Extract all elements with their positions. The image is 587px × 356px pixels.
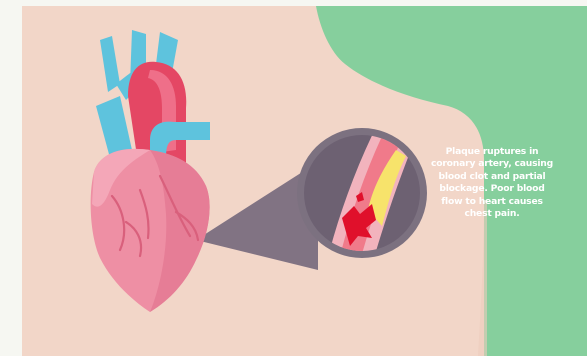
caption-text: Plaque ruptures in coronary artery, caus… xyxy=(428,146,556,220)
